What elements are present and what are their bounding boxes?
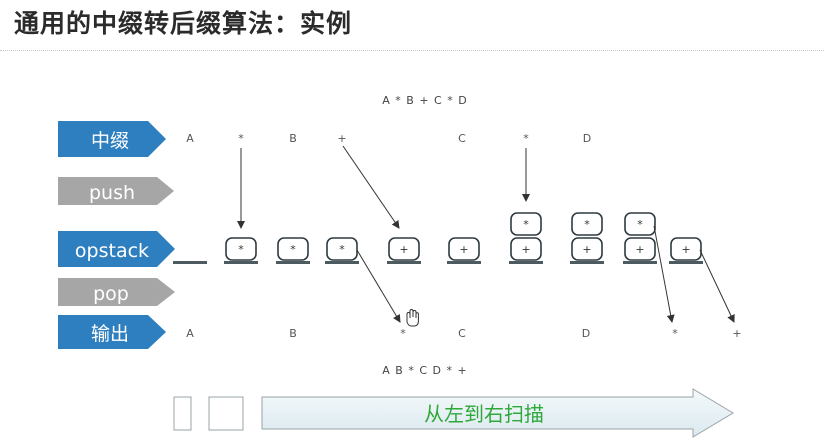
output-token: C [458,327,466,340]
row-label-infix: 中缀 [58,121,166,157]
stack-item-symbol: + [459,243,468,256]
stack-base [509,261,543,264]
row-label-push: push [58,177,174,205]
stack-base [669,261,703,264]
stack-base [447,261,481,264]
infix-token: C [458,132,466,145]
stack-item-symbol: + [681,243,690,256]
stack-base [623,261,657,264]
stack-item-box [510,212,542,236]
stack-item-symbol: * [290,243,296,256]
stack-item-box [624,212,656,236]
page-title: 通用的中缀转后缀算法：实例 [14,9,353,38]
output-token: * [400,327,406,340]
output-token: + [732,327,741,340]
stack-item-box [277,237,309,261]
scan-progress-box [208,396,244,431]
infix-expression: A * B + C * D [382,94,467,107]
output-token: B [289,327,297,340]
stack-item-symbol: + [582,243,591,256]
output-token: A [186,327,194,340]
stack-item-symbol: * [637,218,643,231]
row-label-push-text: push [89,182,135,204]
infix-token: * [238,132,244,145]
pop-arrow [699,249,735,323]
row-label-pop: pop [58,278,175,306]
pop-arrow [356,249,401,323]
stack-base [276,261,310,264]
stack-item-symbol: + [399,243,408,256]
postfix-expression: A B * C D * + [382,364,467,377]
stack-item-symbol: * [238,243,244,256]
stack-base [325,261,359,264]
stack-base [173,261,207,264]
output-token: * [672,327,678,340]
scan-direction-arrow [261,388,734,438]
row-label-infix-text: 中缀 [91,130,129,152]
pop-arrow [653,225,675,323]
row-label-opstack-text: opstack [75,240,149,262]
stack-item-box [670,237,702,261]
opstack-states: * * * + + + * + * + * + [173,212,703,264]
stack-base [224,261,258,264]
output-token: D [582,327,590,340]
stack-item-box [510,237,542,261]
stack-item-box [326,237,358,261]
stack-item-symbol: * [584,218,590,231]
stack-item-box [624,237,656,261]
flow-arrows [237,145,735,323]
row-label-output: 输出 [58,315,166,349]
row-label-pop-text: pop [93,283,129,305]
stack-base [570,261,604,264]
scan-progress-box [173,396,192,431]
scan-direction-label: 从左到右扫描 [424,402,544,426]
infix-token: A [186,132,194,145]
stack-base [387,261,421,264]
stack-item-symbol: + [635,243,644,256]
stack-item-symbol: + [521,243,530,256]
stack-item-symbol: * [523,218,529,231]
stack-item-box [571,212,603,236]
push-arrow [342,145,400,229]
stack-item-box [225,237,257,261]
stack-item-box [388,237,420,261]
row-label-opstack: opstack [58,231,175,267]
stack-item-symbol: * [339,243,345,256]
hand-cursor-icon [406,308,419,327]
infix-token: + [337,132,346,145]
title-divider [0,50,824,51]
row-label-output-text: 输出 [91,323,129,345]
stack-item-box [571,237,603,261]
infix-token: * [523,132,529,145]
infix-token: D [583,132,591,145]
infix-token: B [289,132,297,145]
stack-item-box [448,237,480,261]
